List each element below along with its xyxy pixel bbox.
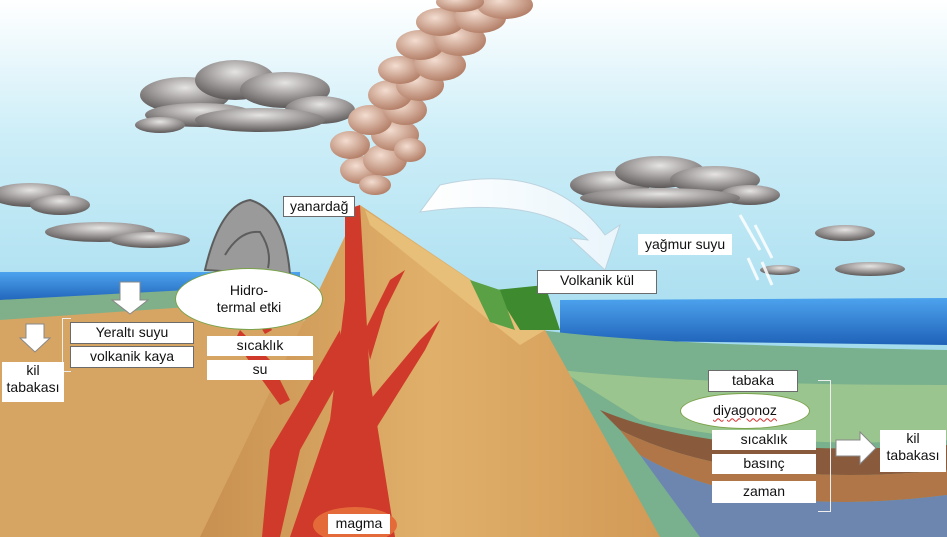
label-volkanik-kaya: volkanik kaya [70,346,194,368]
label-hidrotermal-etki: Hidro- termal etki [175,268,323,330]
label-basinc: basınç [712,454,816,474]
label-kil-tabakasi-left: kil tabakası [2,362,64,402]
label-volkanik-kul: Volkanik kül [537,270,657,294]
clay-left-line2: tabakası [2,379,64,396]
hydrothermal-line2: termal etki [217,299,282,317]
bracket-right [818,380,831,512]
label-zaman: zaman [712,481,816,503]
label-magma: magma [328,514,390,534]
diagenesis-text: diyagonoz [713,402,777,420]
label-diyagonoz: diyagonoz [680,393,810,429]
label-tabaka: tabaka [708,370,798,392]
hydrothermal-line1: Hidro- [217,282,282,300]
label-sicaklik-left: sıcaklık [207,336,313,356]
label-yeralti-suyu: Yeraltı suyu [70,322,194,344]
clay-left-line1: kil [2,362,64,379]
clay-right-line2: tabakası [880,447,946,464]
label-yanardag: yanardağ [283,196,355,217]
label-su: su [207,360,313,380]
label-kil-tabakasi-right: kil tabakası [880,430,946,472]
label-sicaklik-right: sıcaklık [712,430,816,450]
label-yagmur-suyu: yağmur suyu [638,234,732,255]
clay-right-line1: kil [880,430,946,447]
